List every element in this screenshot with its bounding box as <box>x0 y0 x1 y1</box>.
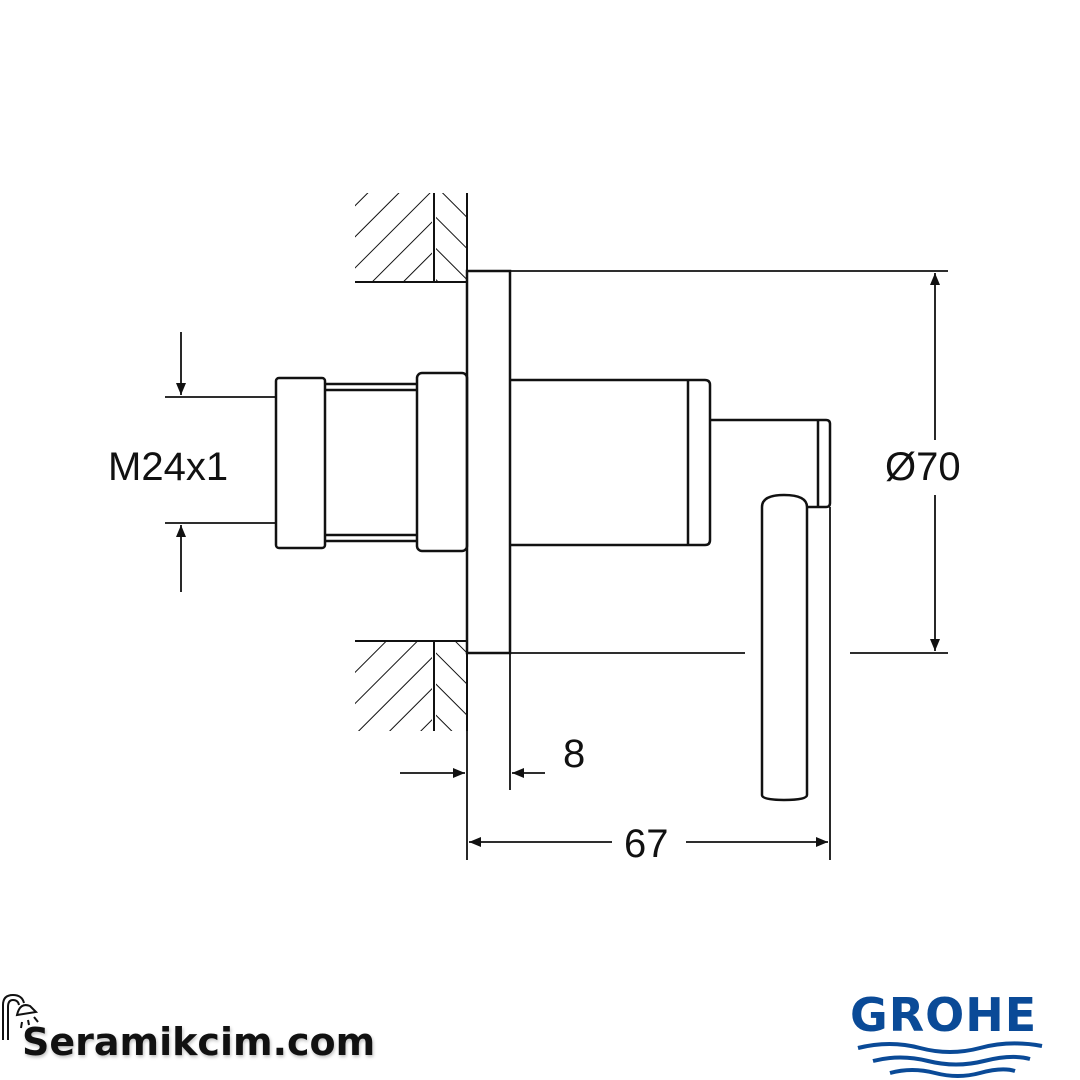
grohe-logo-text: GROHE <box>850 988 1038 1042</box>
wall-bottom <box>355 640 468 731</box>
seramikcim-logo-text: Seramikcim.com <box>22 1020 376 1064</box>
wall-top <box>355 193 468 283</box>
length-dimension-label: 67 <box>624 822 669 866</box>
diameter-dimension-label: Ø70 <box>885 445 961 489</box>
dimension-lines <box>165 270 948 860</box>
shower-head-icon <box>2 993 39 1040</box>
thread-dimension-label: M24x1 <box>108 445 228 489</box>
valve-part <box>274 269 832 802</box>
depth-dimension-label: 8 <box>563 732 585 776</box>
grohe-waves-logo <box>857 1041 1043 1078</box>
